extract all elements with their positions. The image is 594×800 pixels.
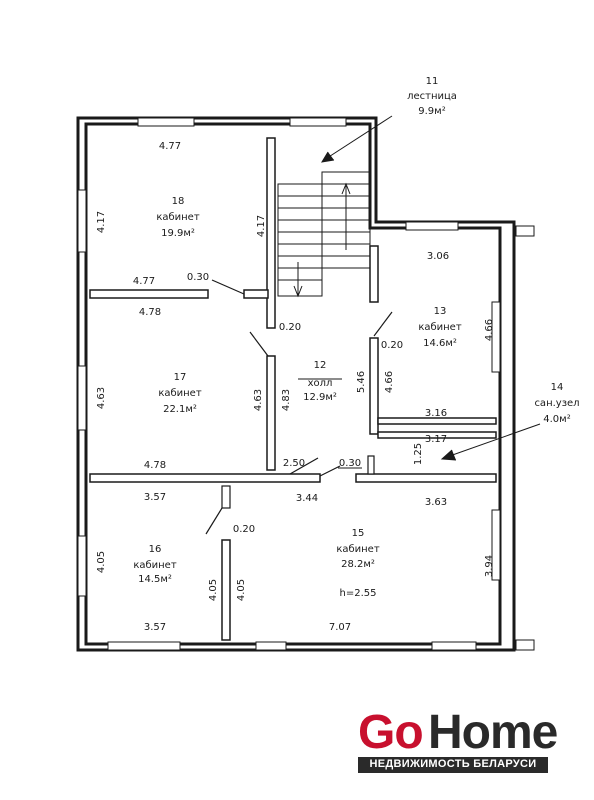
dim-0-30-a: 0.30 [187,272,209,283]
dim-4-78-b: 4.78 [144,460,166,471]
dim-7-07: 7.07 [329,622,351,633]
room-17-area: 22.1м² [163,404,197,415]
dim-5-46: 5.46 [356,371,367,393]
dim-4-17-left: 4.17 [96,211,107,233]
room-12-name: холл [308,378,333,389]
room-11-name: лестница [407,91,457,102]
dim-0-20-b: 0.20 [381,340,403,351]
room-labels: 11 лестница 9.9м² 18 кабинет 19.9м² 13 к… [133,76,579,599]
logo-home-text: Home [428,706,558,759]
dim-3-63: 3.63 [425,497,447,508]
leader-lines [298,115,541,469]
room-17-name: кабинет [158,388,202,399]
dim-3-06: 3.06 [427,251,449,262]
logo-tagline-bar [358,757,548,773]
room-15-name: кабинет [336,544,380,555]
dim-4-17-mid: 4.17 [256,215,267,237]
dim-4-63-mid: 4.63 [253,389,264,411]
dim-2-50: 2.50 [283,458,305,469]
room-16-area: 14.5м² [138,574,172,585]
room-15-num: 15 [352,528,365,539]
gohome-logo: Go Home НЕДВИЖИМОСТЬ БЕЛАРУСИ [358,705,558,775]
room-11-area: 9.9м² [418,106,445,117]
ceiling-height: h=2.55 [340,588,377,599]
dim-3-57-bot: 3.57 [144,622,166,633]
logo-tagline: НЕДВИЖИМОСТЬ БЕЛАРУСИ [369,758,537,770]
room-18-area: 19.9м² [161,228,195,239]
dim-4-66-mid: 4.66 [384,371,395,393]
staircase [277,171,371,298]
room-15-area: 28.2м² [341,559,375,570]
dim-0-30-b: 0.30 [339,458,361,469]
dim-0-20-c: 0.20 [233,524,255,535]
room-16-num: 16 [149,544,162,555]
dim-4-05-left: 4.05 [96,551,107,573]
dim-0-20-a: 0.20 [279,322,301,333]
exterior-walls [76,116,535,652]
dim-3-16: 3.16 [425,408,447,419]
room-18-name: кабинет [156,212,200,223]
dim-1-25: 1.25 [413,443,424,465]
dim-4-77-top: 4.77 [159,141,181,152]
dim-4-77-mid: 4.77 [133,276,155,287]
dim-4-78-a: 4.78 [139,307,161,318]
room-13-area: 14.6м² [423,338,457,349]
dim-4-83: 4.83 [281,389,292,411]
dim-4-05-mid2: 4.05 [236,579,247,601]
dim-4-63-left: 4.63 [96,387,107,409]
dim-3-17: 3.17 [425,434,447,445]
room-11-num: 11 [426,76,439,87]
interior-walls [89,137,497,641]
room-18-num: 18 [172,196,185,207]
dim-3-44: 3.44 [296,493,318,504]
room-13-num: 13 [434,306,447,317]
room-14-num: 14 [551,382,564,393]
dim-4-66-right: 4.66 [484,319,495,341]
room-12-area: 12.9м² [303,392,337,403]
room-14-area: 4.0м² [543,414,570,425]
room-17-num: 17 [174,372,187,383]
windows [77,117,501,651]
room-12-num: 12 [314,360,327,371]
room-13-name: кабинет [418,322,462,333]
dim-3-57-top: 3.57 [144,492,166,503]
dim-3-94: 3.94 [484,555,495,577]
room-14-name: сан.узел [534,398,579,409]
logo-go-text: Go [358,706,424,759]
dim-4-05-mid1: 4.05 [208,579,219,601]
room-16-name: кабинет [133,560,177,571]
dimension-labels: 4.77 4.17 4.17 4.77 0.30 4.78 0.20 3.06 … [96,141,495,633]
